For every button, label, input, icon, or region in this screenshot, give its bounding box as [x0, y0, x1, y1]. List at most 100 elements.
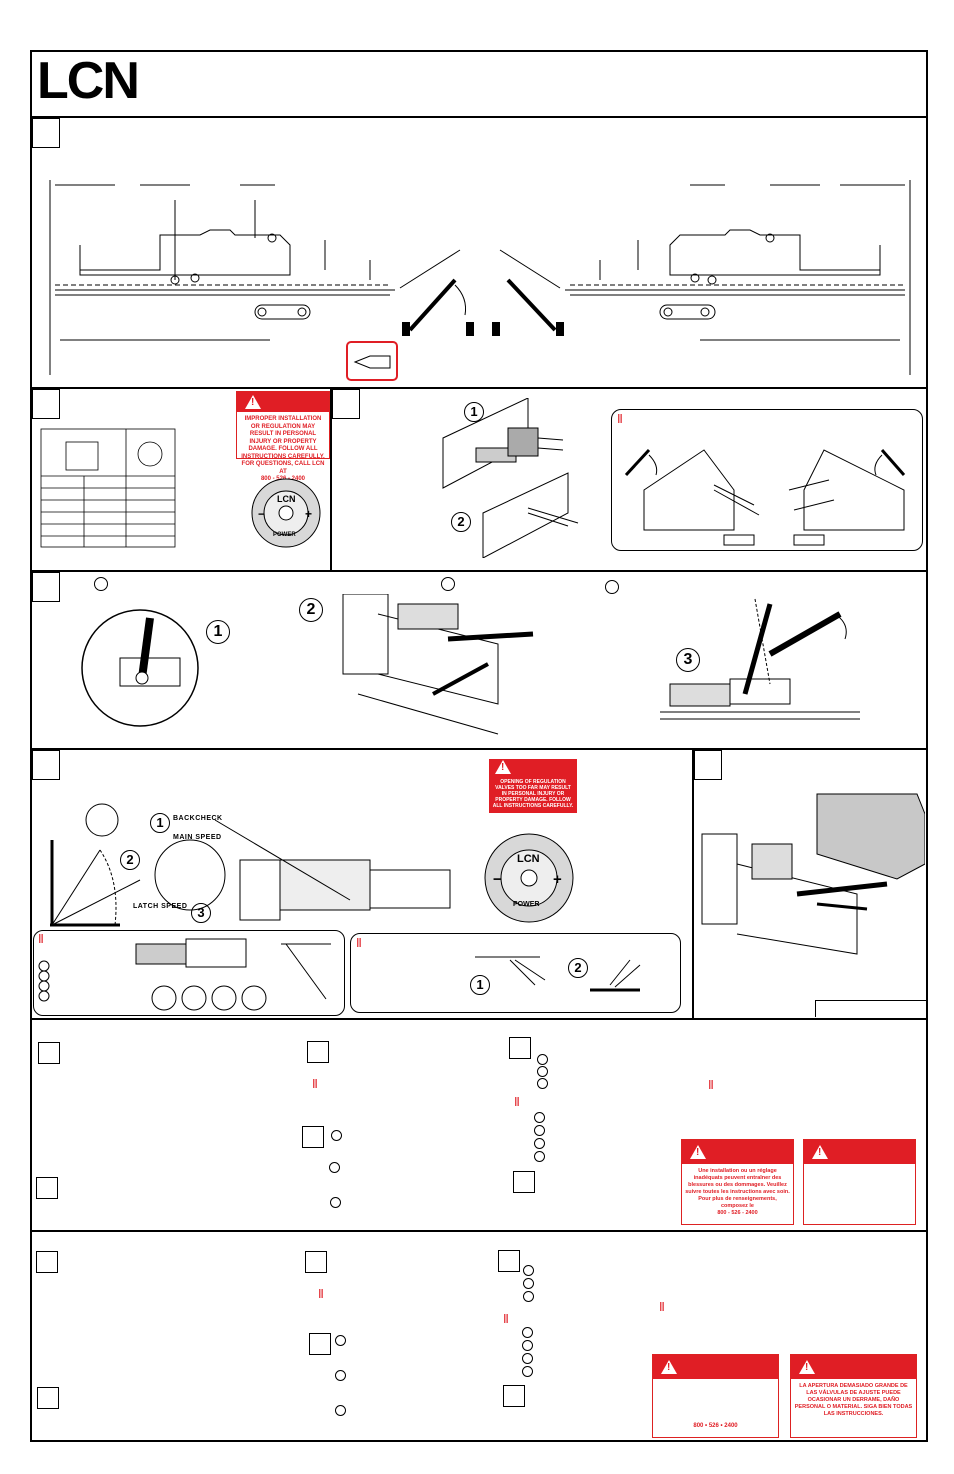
- tool-illustration: [475, 956, 641, 992]
- es-step-2: [305, 1251, 327, 1273]
- latch-speed-label: LATCH SPEED: [133, 903, 188, 910]
- regulation-valves-diagram: [50, 803, 451, 927]
- es-circ-5: [522, 1340, 533, 1351]
- es-circ-6: [522, 1353, 533, 1364]
- fr-circ-10: [330, 1197, 341, 1208]
- divider-row3: [30, 748, 928, 750]
- warning-label-fr: ! Une installation ou un réglage inadéqu…: [681, 1139, 794, 1225]
- es-circ-8: [335, 1335, 346, 1346]
- fr-step-3: [509, 1037, 531, 1059]
- step-circle-3a: 1: [206, 620, 230, 644]
- es-note-marker-3: Ⅱ: [659, 1300, 665, 1314]
- valve-circle-2: 2: [120, 850, 140, 870]
- es-circ-7: [522, 1366, 533, 1377]
- valve-circle-3: 3: [191, 903, 211, 923]
- fr-circ-9: [329, 1162, 340, 1173]
- es-circ-2: [523, 1278, 534, 1289]
- fr-note-marker-3: Ⅱ: [708, 1078, 714, 1092]
- svg-text:−: −: [493, 871, 502, 888]
- divider-row5: [30, 1230, 928, 1232]
- door-swing-options: [624, 448, 906, 546]
- cover-caption-box: [815, 1000, 926, 1017]
- fr-note-marker-1: Ⅱ: [312, 1077, 318, 1091]
- es-circ-9: [335, 1370, 346, 1381]
- tool-circle-2: 2: [568, 958, 588, 978]
- es-circ-4: [522, 1327, 533, 1338]
- cover-install-illustration: [701, 793, 925, 955]
- es-step-4: [309, 1333, 331, 1355]
- step-box-d: [32, 572, 60, 602]
- valve-detail-panel: [33, 930, 345, 1016]
- fr-circ-4: [534, 1112, 545, 1123]
- mounting-options-panel: [611, 409, 923, 551]
- divider-row4: [30, 1018, 928, 1020]
- warning-label-en: ! IMPROPER INSTALLATION OR REGULATION MA…: [236, 391, 330, 482]
- page-frame: [30, 50, 928, 1442]
- warning-label-es: ! 800 • 526 • 2400: [652, 1354, 779, 1438]
- es-step-3: [498, 1250, 520, 1272]
- svg-text:POWER: POWER: [513, 901, 539, 908]
- note-marker-1: Ⅱ: [617, 412, 623, 426]
- note-marker-3: Ⅱ: [356, 936, 362, 950]
- step-circle-1: 1: [464, 402, 484, 422]
- es-circ-1: [523, 1265, 534, 1276]
- arm-adjust-illustration: [660, 598, 860, 720]
- step-box-b: [32, 389, 60, 419]
- fr-step-6: [513, 1171, 535, 1193]
- tool-detail-panel: [350, 933, 681, 1013]
- svg-text:POWER: POWER: [273, 532, 296, 538]
- divider-row1: [30, 387, 928, 389]
- arm-detail-zoom: [81, 609, 199, 727]
- fr-step-1: [38, 1042, 60, 1064]
- svg-text:+: +: [553, 871, 562, 888]
- step-circle-2: 2: [451, 512, 471, 532]
- es-step-5: [37, 1387, 59, 1409]
- warning-label-valves-en: ! OPENING OF REGULATION VALVES TOO FAR M…: [489, 759, 577, 813]
- fr-circ-7: [534, 1151, 545, 1162]
- fr-circ-2: [537, 1066, 548, 1077]
- valve-detail-drawing: [38, 938, 331, 1011]
- circle-step-d3: [605, 580, 619, 594]
- fr-circ-8: [331, 1130, 342, 1141]
- svg-text:LCN: LCN: [517, 853, 540, 865]
- step-circle-3c: 3: [676, 648, 700, 672]
- mounting-template-diagram: [49, 180, 911, 381]
- fr-step-2: [307, 1041, 329, 1063]
- note-marker-2: Ⅱ: [38, 932, 44, 946]
- circle-step-d1: [94, 577, 108, 591]
- fr-step-5: [36, 1177, 58, 1199]
- fr-circ-5: [534, 1125, 545, 1136]
- main-speed-label: MAIN SPEED: [173, 834, 222, 841]
- spec-table: [40, 428, 176, 548]
- backcheck-label: BACKCHECK: [173, 815, 223, 822]
- step-box-c: [332, 389, 360, 419]
- es-note-marker-1: Ⅱ: [318, 1287, 324, 1301]
- valve-circle-1: 1: [150, 813, 170, 833]
- divider-v-row2: [330, 388, 332, 570]
- es-step-1: [36, 1251, 58, 1273]
- step-box-e: [32, 750, 60, 780]
- step-circle-3b: 2: [299, 598, 323, 622]
- divider-header: [30, 116, 928, 118]
- step-box-a: [32, 118, 60, 148]
- svg-text:−: −: [258, 507, 265, 521]
- fr-note-marker-2: Ⅱ: [514, 1095, 520, 1109]
- power-adjust-dial: LCN − + POWER: [251, 478, 321, 548]
- step-box-f: [694, 750, 722, 780]
- closer-mount-illustration: [442, 398, 579, 558]
- svg-text:+: +: [305, 507, 312, 521]
- es-circ-10: [335, 1405, 346, 1416]
- circle-step-d2: [441, 577, 455, 591]
- divider-row2: [30, 570, 928, 572]
- arm-installation-illustration: [342, 594, 534, 735]
- divider-v-row4: [692, 749, 694, 1019]
- warning-label-fr-2: !: [803, 1139, 916, 1225]
- es-circ-3: [523, 1291, 534, 1302]
- fr-circ-3: [537, 1078, 548, 1089]
- svg-text:LCN: LCN: [277, 494, 296, 504]
- warning-label-es-2: ! LA APERTURA DEMASIADO GRANDE DE LAS VÁ…: [790, 1354, 917, 1438]
- es-step-6: [503, 1385, 525, 1407]
- fr-circ-6: [534, 1138, 545, 1149]
- fr-circ-1: [537, 1054, 548, 1065]
- fr-step-4: [302, 1126, 324, 1148]
